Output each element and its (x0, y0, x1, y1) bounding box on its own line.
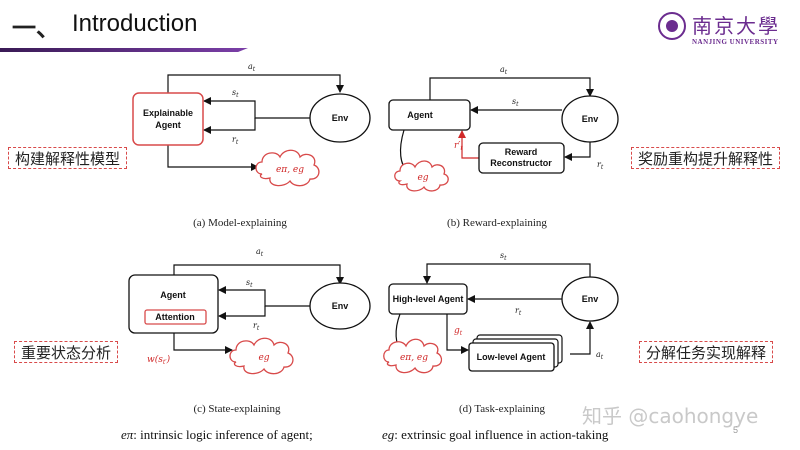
cloud-d (383, 338, 443, 374)
attention-box (144, 309, 207, 325)
edge-action-c (173, 264, 344, 285)
label-reward-a: rt (232, 135, 239, 146)
env-label-d: Env (582, 294, 599, 304)
cloud-label-c: eg (258, 353, 269, 363)
cloud-a (255, 149, 320, 187)
label-state-c: st (246, 278, 253, 289)
reward-reconstructor-box (478, 142, 565, 174)
legend-extrinsic-text: : extrinsic goal influence in action-tak… (394, 427, 609, 442)
edge-state-a (203, 97, 310, 119)
panel-state-explaining: at st rt w(st′) Agent Attention Env eg (… (128, 247, 371, 415)
agent-box-b (388, 99, 471, 131)
edge-reward-b (564, 142, 591, 161)
watermark: 知乎 @caohongye (582, 404, 759, 428)
explainable-agent-label: Explainable (143, 108, 193, 118)
label-state-b: st (512, 97, 519, 108)
panel-model-explaining: at st rt Explainable Agent Env eπ, eg (a… (132, 62, 371, 229)
cloud-label-b: eg (417, 173, 428, 183)
reward-reconstructor-label: Reward (505, 147, 538, 157)
slide-header: 一、 Introduction 南京大學 NANJING UNIVERSITY (0, 0, 800, 56)
legend-intrinsic-symbol: eπ (121, 427, 134, 442)
title-underline-bar (0, 48, 248, 52)
cloud-b (394, 160, 449, 192)
low-level-agent-label: Low-level Agent (477, 352, 546, 362)
agent-label-b: Agent (407, 110, 433, 120)
low-level-agent-box (468, 342, 555, 372)
callout-state-explaining: 重要状态分析 (14, 341, 119, 363)
high-level-agent-box (388, 283, 468, 315)
label-reward-c: rt (253, 321, 260, 332)
attention-label: Attention (155, 312, 195, 322)
title-dash: 一、 (12, 15, 60, 42)
legend-intrinsic: eπ: intrinsic logic inference of agent; (121, 427, 313, 443)
edge-goal-d (446, 314, 469, 354)
cloud-c (229, 337, 294, 375)
label-reward-d: rt (515, 306, 522, 317)
logo-chinese-name: 南京大學 (692, 14, 780, 38)
agent-label-c: Agent (160, 290, 186, 300)
cloud-label-d: eπ, eg (400, 353, 428, 363)
caption-b: (b) Reward-explaining (447, 217, 547, 229)
callout-reward-explaining: 奖励重构提升解释性 (631, 147, 781, 169)
logo-english-name: NANJING UNIVERSITY (692, 38, 779, 46)
edge-state-c (218, 286, 310, 307)
edge-reward-c (218, 306, 266, 320)
env-label-c: Env (332, 301, 349, 311)
label-weight-c: w(st′) (147, 354, 171, 366)
edge-reward-prime-b (458, 130, 480, 159)
env-node-d (561, 276, 619, 322)
panel-reward-explaining: at st rt r′t Agent Reward Reconstructor … (388, 65, 619, 229)
label-state-d: st (500, 251, 507, 262)
edge-action-b (429, 77, 594, 100)
label-reward-b: rt (597, 160, 604, 171)
edge-action-d (570, 321, 594, 355)
label-state-a: st (232, 88, 239, 99)
slide-title: Introduction (72, 10, 198, 37)
edge-reward-a (203, 118, 256, 134)
label-action-a: at (248, 62, 256, 73)
env-node-c (309, 282, 371, 330)
label-action-c: at (256, 247, 264, 258)
explainable-agent-label-line2: Agent (155, 120, 181, 130)
reward-reconstructor-label-line2: Reconstructor (490, 158, 552, 168)
env-label-b: Env (582, 114, 599, 124)
label-action-b: at (500, 65, 508, 76)
legend-intrinsic-text: : intrinsic logic inference of agent; (133, 427, 313, 442)
edge-action-a (167, 74, 344, 93)
university-logo: 南京大學 NANJING UNIVERSITY (658, 10, 798, 52)
legend-extrinsic-symbol: eg (382, 427, 395, 442)
edge-agent-cloud-a (167, 145, 259, 171)
env-node-a (309, 93, 371, 143)
legend-extrinsic: eg: extrinsic goal influence in action-t… (382, 427, 608, 443)
panel-task-explaining: st rt gt at High-level Agent Low-level A… (383, 251, 619, 415)
label-goal-d: gt (454, 326, 463, 337)
caption-a: (a) Model-explaining (193, 217, 287, 229)
edge-state-d (423, 263, 591, 284)
label-action-d: at (596, 350, 604, 361)
page-number: 5 (733, 425, 739, 435)
edge-agent-cloud-c (173, 333, 233, 354)
env-label-a: Env (332, 113, 349, 123)
explainable-agent-box (132, 92, 204, 146)
high-level-agent-label: High-level Agent (393, 294, 464, 304)
caption-c: (c) State-explaining (193, 403, 281, 415)
cloud-label-a: eπ, eg (276, 165, 304, 175)
callout-task-explaining: 分解任务实现解释 (639, 341, 774, 363)
caption-d: (d) Task-explaining (459, 403, 546, 415)
env-node-b (561, 95, 619, 143)
label-reward-prime-b: r′t (454, 141, 463, 152)
callout-model-explaining: 构建解释性模型 (8, 147, 128, 169)
university-seal-icon (658, 12, 686, 40)
